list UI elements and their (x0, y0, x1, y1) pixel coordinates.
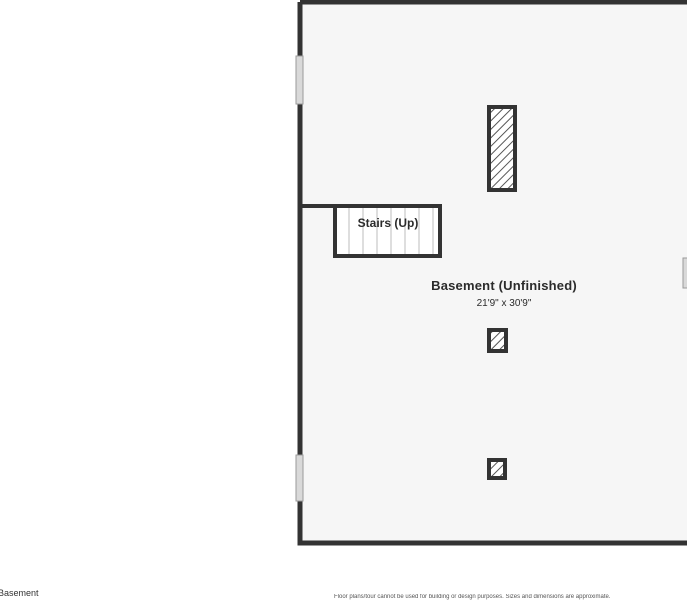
support-post-upper (487, 328, 508, 353)
disclaimer-text: Floor plans/tour cannot be used for buil… (334, 594, 611, 600)
support-post-lower (487, 458, 507, 480)
window-lower-left (295, 454, 304, 502)
room-name: Basement (Unfinished) (431, 278, 577, 293)
room-dimensions: 21'9" x 30'9" (476, 298, 532, 309)
outer-wall (297, 0, 687, 546)
chimney-column (487, 105, 517, 192)
stairs-label: Stairs (Up) (357, 216, 419, 230)
floor-label: Basement (0, 588, 39, 598)
stairs (300, 204, 442, 258)
window-upper-left (295, 55, 304, 105)
basement-room-floor (300, 2, 687, 543)
window-right (682, 257, 687, 289)
